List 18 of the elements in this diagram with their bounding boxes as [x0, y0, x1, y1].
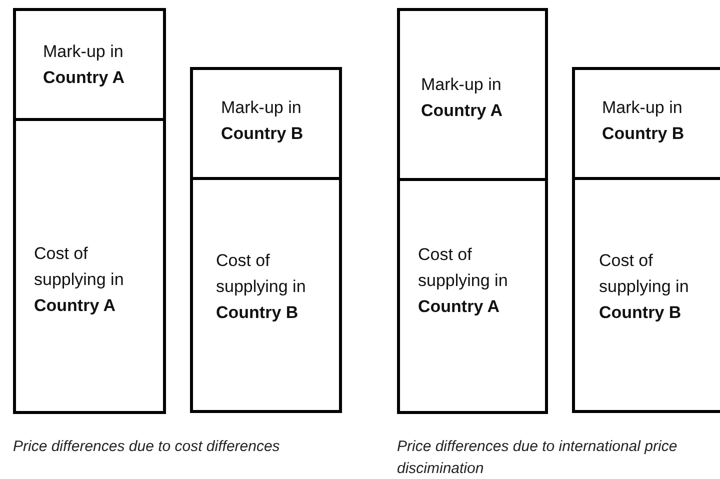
bar-segment: [13, 118, 166, 414]
bar-segment: [572, 67, 720, 180]
bar-segment: [190, 177, 342, 413]
caption: Price differences due to international price discimination: [397, 437, 678, 479]
bar-segment: [397, 8, 548, 181]
bar-segment: [572, 177, 720, 413]
bar-segment: [397, 178, 548, 414]
bar-segment: [190, 67, 342, 180]
segment-label: Cost of supplying in Country B: [216, 250, 307, 324]
caption: Price differences due to cost differences: [13, 437, 281, 457]
segment-label: Mark-up in Country B: [221, 97, 304, 145]
segment-label: Cost of supplying in Country A: [418, 244, 509, 318]
segment-label: Mark-up in Country B: [602, 97, 686, 145]
segment-label: Mark-up in Country A: [43, 41, 126, 89]
segment-label: Mark-up in Country A: [421, 74, 504, 122]
segment-label: Cost of supplying in Country A: [34, 243, 125, 317]
bar-segment: [13, 8, 166, 121]
segment-label: Cost of supplying in Country B: [599, 250, 690, 324]
